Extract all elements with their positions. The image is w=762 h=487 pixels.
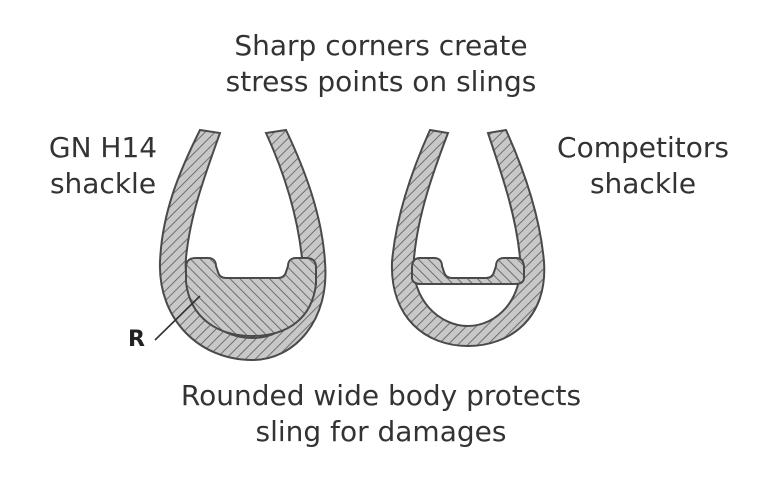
top-caption-line-2: stress points on slings xyxy=(225,65,537,98)
right-caption-line-1: Competitors xyxy=(557,131,729,164)
left-caption-line-2: shackle xyxy=(49,167,157,200)
rounded-body-caption: Rounded wide body protects sling for dam… xyxy=(0,378,762,450)
gn-h14-assembly xyxy=(154,128,327,362)
sharp-corners-caption: Sharp corners create stress points on sl… xyxy=(0,28,762,100)
competitor-sling xyxy=(390,128,546,348)
radius-leader-line xyxy=(154,295,201,341)
top-caption-line-1: Sharp corners create xyxy=(234,29,528,62)
right-caption-line-2: shackle xyxy=(589,167,697,200)
gn-h14-shackle-body xyxy=(185,257,317,338)
competitor-caption: Competitors shackle xyxy=(534,130,752,202)
competitor-assembly xyxy=(390,128,546,348)
bottom-caption-line-2: sling for damages xyxy=(255,415,507,448)
bottom-caption-line-1: Rounded wide body protects xyxy=(180,379,582,412)
left-caption-line-1: GN H14 xyxy=(48,131,158,164)
radius-label: R xyxy=(128,327,145,352)
competitor-shackle-body xyxy=(411,257,525,285)
gn-h14-caption: GN H14 shackle xyxy=(8,130,198,202)
